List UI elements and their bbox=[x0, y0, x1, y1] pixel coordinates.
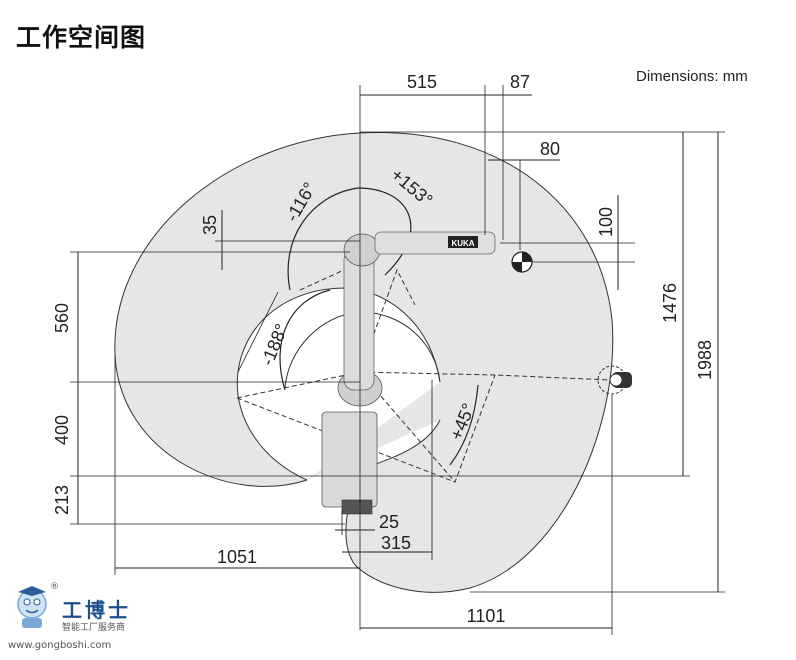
dim-1476: 1476 bbox=[660, 283, 680, 323]
robot-brand-plate bbox=[448, 236, 478, 248]
reach-dashed-1 bbox=[236, 371, 611, 399]
dim-87: 87 bbox=[510, 72, 530, 92]
robot-brand: KUKA bbox=[451, 239, 474, 248]
dim-560: 560 bbox=[52, 303, 72, 333]
dim-80: 80 bbox=[540, 139, 560, 159]
robot-lower-arm bbox=[343, 249, 375, 391]
dim-213: 213 bbox=[52, 485, 72, 515]
dim-1051: 1051 bbox=[217, 547, 257, 567]
arc-neg188 bbox=[279, 289, 331, 391]
logo-url: www.gongboshi.com bbox=[8, 640, 112, 651]
logo-name: 工博士 bbox=[62, 598, 131, 622]
robot-arm: KUKA bbox=[321, 231, 496, 515]
wrist-side-icon bbox=[597, 365, 632, 395]
logo-tagline: 智能工厂服务商 bbox=[62, 623, 126, 633]
tcp-target-icon bbox=[511, 251, 533, 273]
page-title: 工作空间图 bbox=[16, 23, 147, 52]
registered-mark: ® bbox=[50, 582, 59, 592]
dim-25: 25 bbox=[379, 512, 399, 532]
dim-35: 35 bbox=[200, 215, 220, 235]
dim-100: 100 bbox=[596, 207, 616, 237]
arc-neg116 bbox=[287, 187, 359, 291]
robot-base bbox=[321, 411, 378, 508]
arc-pos45 bbox=[449, 384, 479, 466]
dim-400: 400 bbox=[52, 415, 72, 445]
arc-pos153 bbox=[357, 187, 412, 276]
dim-1988: 1988 bbox=[695, 340, 715, 380]
inner-cut-edge bbox=[237, 291, 279, 373]
dim-315: 315 bbox=[381, 533, 411, 553]
dim-1101: 1101 bbox=[467, 606, 506, 626]
robot-base-foot bbox=[341, 499, 373, 515]
gongboshi-logo bbox=[17, 586, 47, 628]
dim-515: 515 bbox=[407, 72, 437, 92]
units-label: Dimensions: mm bbox=[636, 68, 748, 85]
